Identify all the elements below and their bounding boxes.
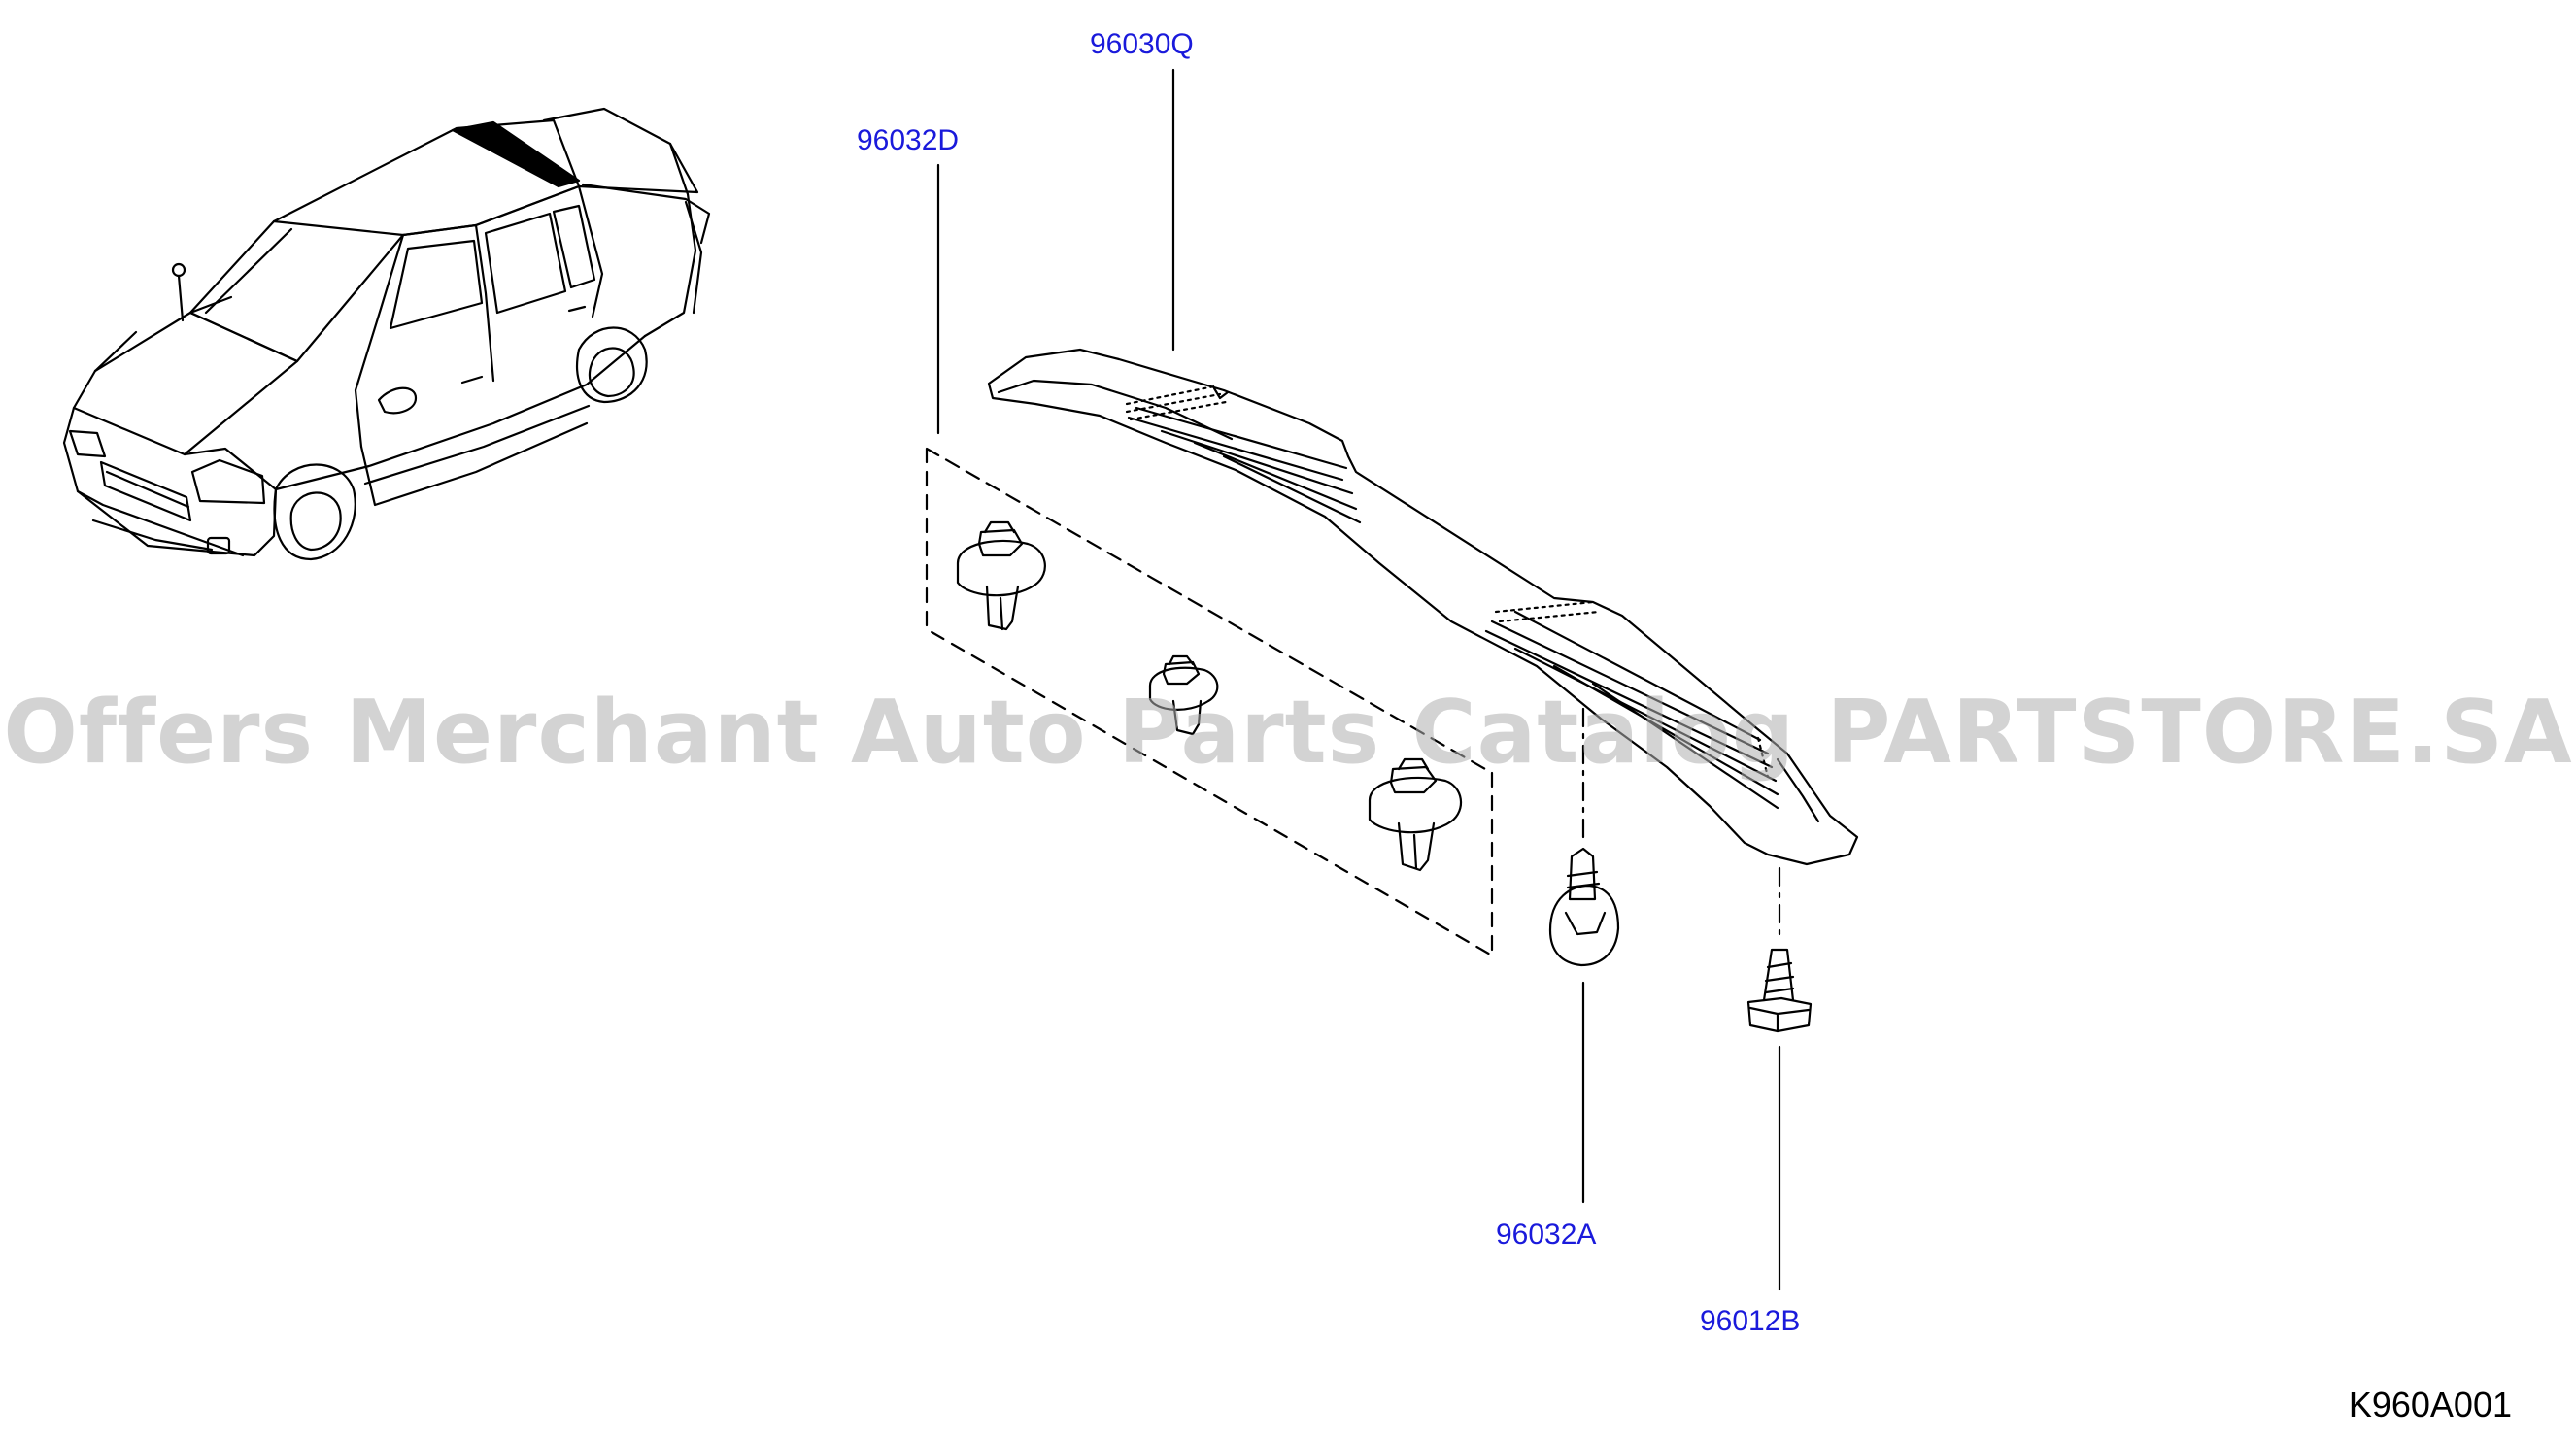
- callout-96030q[interactable]: 96030Q: [1090, 28, 1194, 60]
- car-illustration: [62, 107, 711, 561]
- clip-set-outline: [925, 447, 1494, 957]
- clip-96032a: [1548, 847, 1620, 967]
- callout-96012b[interactable]: 96012B: [1700, 1305, 1801, 1337]
- clip-3: [1368, 757, 1462, 872]
- callout-96032d[interactable]: 96032D: [857, 124, 960, 156]
- clip-1: [956, 520, 1046, 631]
- diagram-code: K960A001: [2348, 1385, 2512, 1424]
- clip-2: [1148, 654, 1219, 736]
- highlighted-roof-trim: [451, 120, 581, 188]
- callout-96032a[interactable]: 96032A: [1496, 1219, 1597, 1251]
- roof-trim-part: [987, 348, 1859, 866]
- screw-96012b: [1746, 948, 1813, 1033]
